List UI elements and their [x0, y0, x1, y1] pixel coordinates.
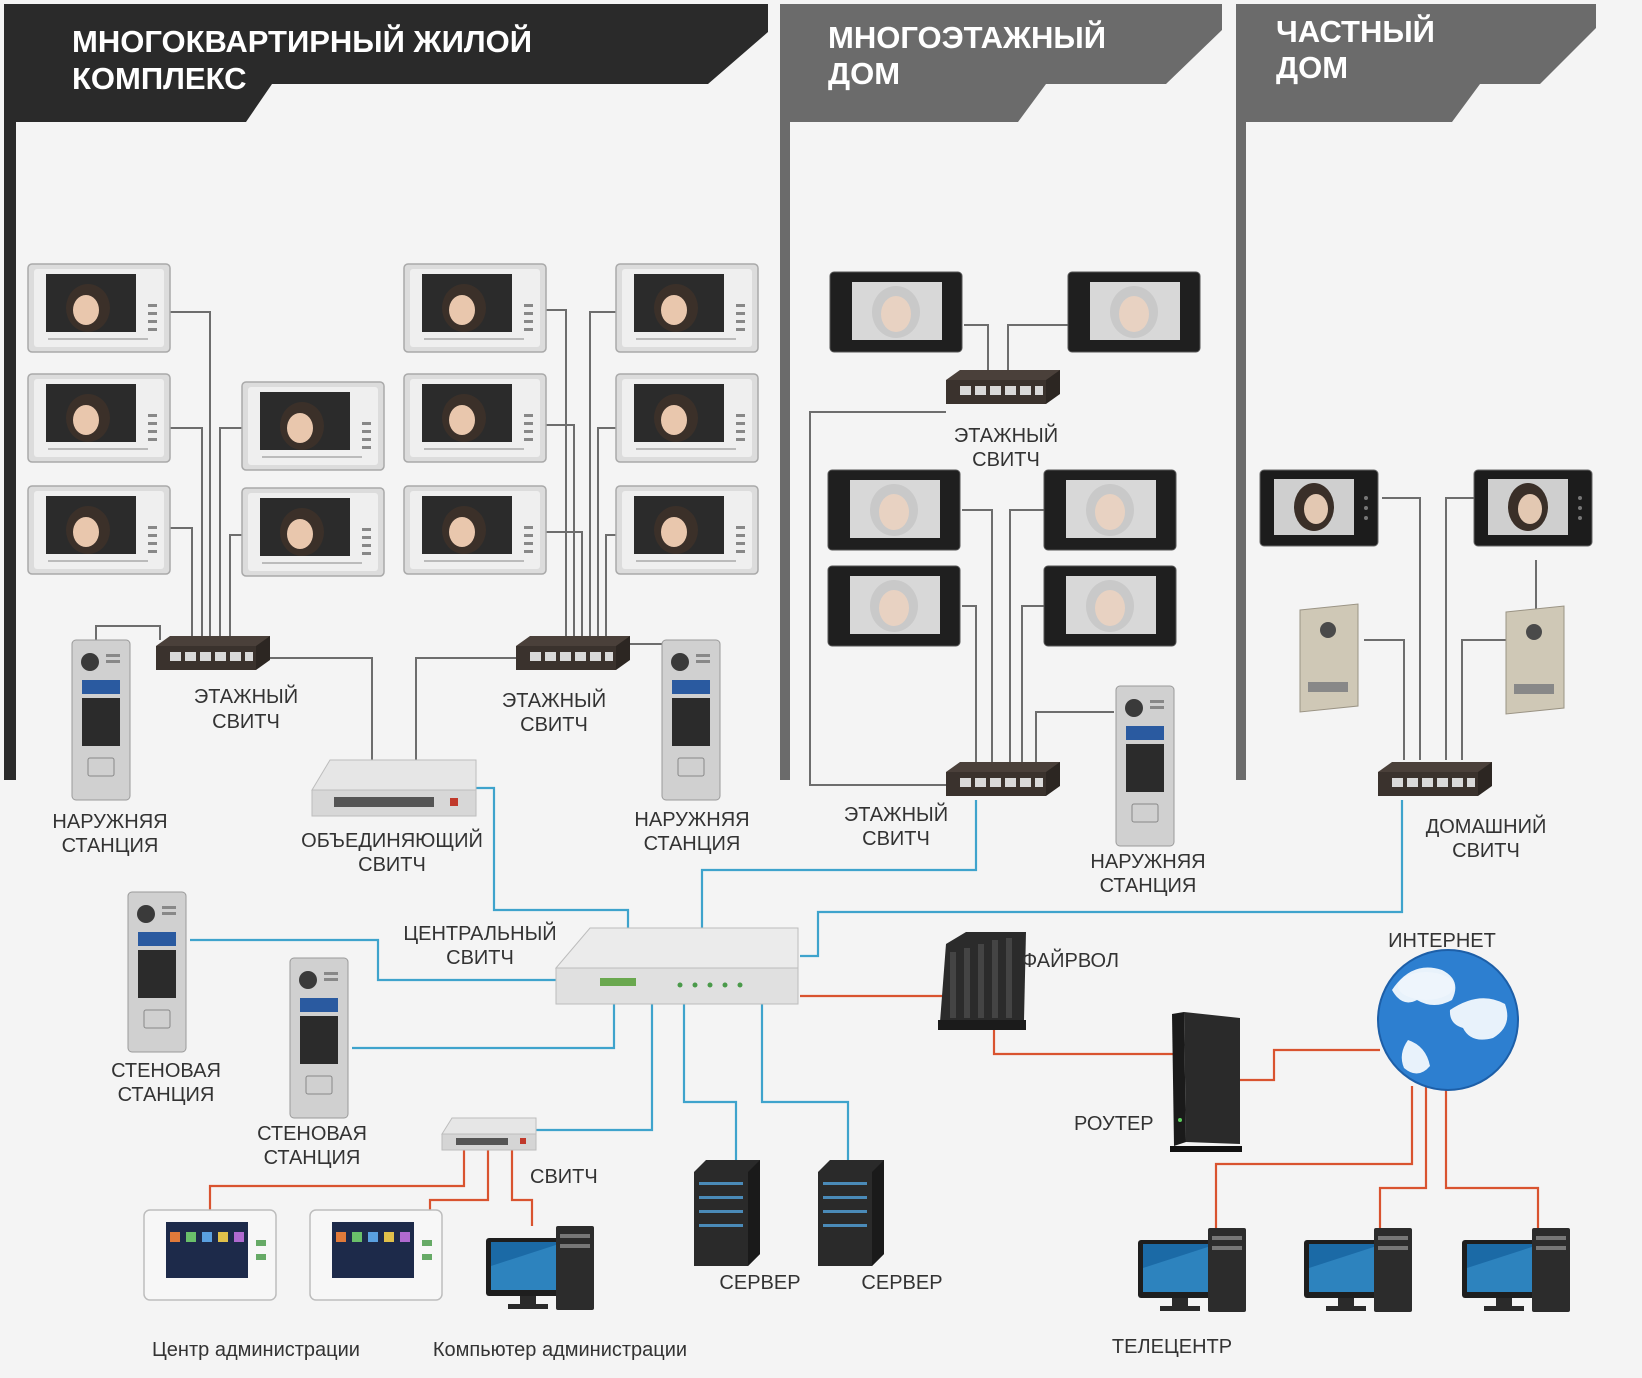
video-monitor-white-icon [27, 263, 171, 353]
network-switch-icon [516, 636, 630, 670]
router-label: РОУТЕР [1074, 1113, 1154, 1135]
desktop-computer-icon [1462, 1228, 1570, 1312]
door-panel-icon [127, 891, 187, 1053]
switch-small-icon [441, 1117, 537, 1151]
central-switch-icon [554, 927, 799, 1005]
outdoor-station-2-label-line1: НАРУЖНЯЯ [634, 809, 749, 831]
floor-switch-3-label-line1: ЭТАЖНЫЙ [954, 423, 1058, 447]
floor-switch-2-label-line1: ЭТАЖНЫЙ [502, 688, 606, 712]
video-monitor-black-icon [1067, 271, 1201, 353]
floor-switch-1-label-line2: СВИТЧ [212, 711, 280, 733]
labels: ЭТАЖНЫЙ СВИТЧ ЭТАЖНЫЙ СВИТЧ ЭТАЖНЫЙ СВИТ… [52, 423, 1546, 1361]
home-switch-label-line1: ДОМАШНИЙ [1426, 814, 1547, 838]
router-icon [1170, 1012, 1242, 1152]
video-monitor-white-icon [27, 485, 171, 575]
video-monitor-black-icon [1043, 565, 1177, 647]
door-panel-icon [1505, 605, 1565, 715]
floor-switch-3-label-line2: СВИТЧ [972, 449, 1040, 471]
video-monitor-white-icon [241, 487, 385, 577]
touch-panel-icon [143, 1209, 277, 1301]
wall-station-1-label-line2: СТАНЦИЯ [118, 1084, 215, 1106]
network-switch-icon [156, 636, 270, 670]
touch-panel-icon [309, 1209, 443, 1301]
admin-computer-label: Компьютер администрации [433, 1339, 687, 1361]
lan-wiring [190, 786, 1404, 1160]
section-complex: МНОГОКВАРТИРНЫЙ ЖИЛОЙ КОМПЛЕКС [4, 4, 768, 780]
switch-label: СВИТЧ [530, 1166, 598, 1188]
server-2-label: СЕРВЕР [861, 1272, 942, 1294]
section-highrise-title-line2: ДОМ [828, 56, 900, 91]
desktop-computer-icon [1304, 1228, 1412, 1312]
local-wiring [95, 309, 1537, 786]
server-icon [818, 1160, 884, 1266]
combining-switch-label-line2: СВИТЧ [358, 854, 426, 876]
wan-wiring [208, 994, 1540, 1228]
desktop-computer-icon [1138, 1228, 1246, 1312]
telecenter-label: ТЕЛЕЦЕНТР [1112, 1336, 1232, 1358]
door-panel-icon [1115, 685, 1175, 847]
floor-switch-2-label-line2: СВИТЧ [520, 714, 588, 736]
video-monitor-white-icon [403, 485, 547, 575]
wall-station-1-label-line1: СТЕНОВАЯ [111, 1060, 221, 1082]
wall-station-2-label-line1: СТЕНОВАЯ [257, 1123, 367, 1145]
complex-devices [27, 263, 759, 817]
floor-switch-4-label-line1: ЭТАЖНЫЙ [844, 802, 948, 826]
globe-icon [1377, 949, 1519, 1091]
internet-label: ИНТЕРНЕТ [1388, 930, 1496, 952]
video-monitor-white-icon [241, 381, 385, 471]
door-panel-icon [71, 639, 131, 801]
door-panel-icon [661, 639, 721, 801]
outdoor-station-1-label-line1: НАРУЖНЯЯ [52, 811, 167, 833]
video-monitor-black-icon [827, 469, 961, 551]
outdoor-station-3-label-line1: НАРУЖНЯЯ [1090, 851, 1205, 873]
central-switch-label-line1: ЦЕНТРАЛЬНЫЙ [403, 921, 556, 945]
network-switch-icon [946, 370, 1060, 404]
video-monitor-white-icon [403, 373, 547, 463]
section-complex-title-line1: МНОГОКВАРТИРНЫЙ ЖИЛОЙ [72, 23, 532, 59]
video-monitor-white-icon [615, 263, 759, 353]
highrise-devices [827, 271, 1201, 847]
central-devices [127, 891, 1570, 1312]
server-1-label: СЕРВЕР [719, 1272, 800, 1294]
home-switch-label-line2: СВИТЧ [1452, 840, 1520, 862]
door-panel-icon [289, 957, 349, 1119]
floor-switch-1-label-line1: ЭТАЖНЫЙ [194, 684, 298, 708]
section-private-title-line1: ЧАСТНЫЙ [1276, 13, 1435, 49]
outdoor-station-1-label-line2: СТАНЦИЯ [62, 835, 159, 857]
video-monitor-white-icon [615, 373, 759, 463]
video-monitor-white-icon [27, 373, 171, 463]
video-monitor-black-icon [1473, 469, 1593, 547]
video-monitor-black-icon [1259, 469, 1379, 547]
private-devices [1259, 469, 1593, 796]
central-switch-label-line2: СВИТЧ [446, 947, 514, 969]
network-switch-icon [946, 762, 1060, 796]
server-icon [694, 1160, 760, 1266]
combining-switch-icon [311, 759, 477, 817]
section-complex-title-line2: КОМПЛЕКС [72, 61, 246, 96]
video-monitor-black-icon [829, 271, 963, 353]
outdoor-station-3-label-line2: СТАНЦИЯ [1100, 875, 1197, 897]
network-switch-icon [1378, 762, 1492, 796]
video-monitor-white-icon [615, 485, 759, 575]
firewall-icon [938, 932, 1026, 1030]
combining-switch-label-line1: ОБЪЕДИНЯЮЩИЙ [301, 828, 483, 852]
desktop-computer-icon [486, 1226, 594, 1310]
section-highrise-title-line1: МНОГОЭТАЖНЫЙ [828, 19, 1106, 55]
admin-center-label: Центр администрации [152, 1339, 360, 1361]
floor-switch-4-label-line2: СВИТЧ [862, 828, 930, 850]
section-private-title-line2: ДОМ [1276, 50, 1348, 85]
door-panel-icon [1299, 603, 1359, 713]
video-monitor-white-icon [403, 263, 547, 353]
firewall-label: ФАЙРВОЛ [1022, 948, 1119, 972]
video-monitor-black-icon [827, 565, 961, 647]
section-private: ЧАСТНЫЙ ДОМ [1236, 4, 1596, 780]
video-monitor-black-icon [1043, 469, 1177, 551]
outdoor-station-2-label-line2: СТАНЦИЯ [644, 833, 741, 855]
section-highrise: МНОГОЭТАЖНЫЙ ДОМ [780, 4, 1222, 780]
wall-station-2-label-line2: СТАНЦИЯ [264, 1147, 361, 1169]
